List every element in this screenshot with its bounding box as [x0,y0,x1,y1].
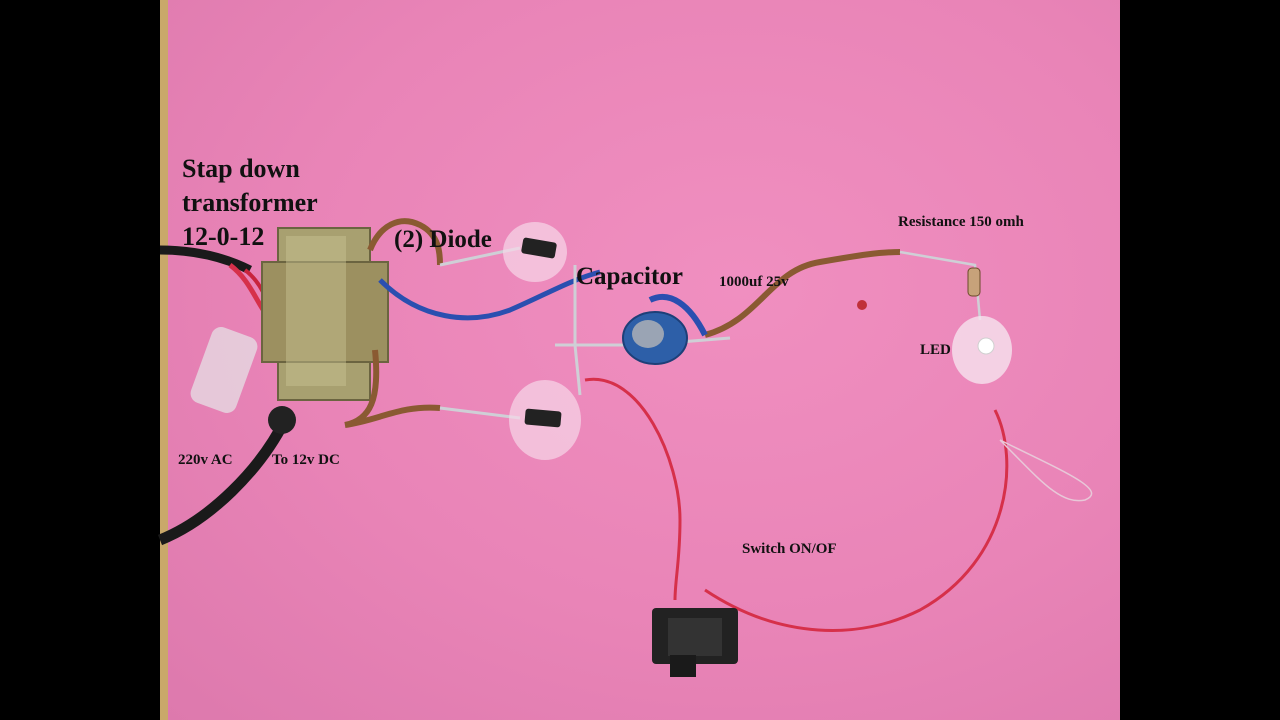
brown-wire-top [367,218,443,266]
transformer-label: Stap down transformer 12-0-12 [182,152,318,254]
output-label: To 12v DC [272,452,340,468]
diode-lead-bottom [439,406,521,420]
left-letterbox [0,0,160,720]
blue-wire [378,269,601,321]
transformer-core [261,261,389,363]
red-wire-switch [584,377,682,601]
resistance-label: Resistance 150 omh [898,214,1024,230]
switch-front [670,655,696,677]
switch-rocker [668,618,722,656]
diode-top [521,237,557,259]
capacitor-label: Capacitor [576,263,683,290]
led-label: LED [920,342,951,358]
input-label: 220v AC [178,452,233,468]
transformer-label-line3: 12-0-12 [182,222,265,251]
brown-wire-bottom [344,349,441,428]
red-spot [857,300,867,310]
cable-grommet [268,406,296,434]
capacitor-top [632,320,664,348]
tape-bundle [190,327,258,413]
resistor-lead [899,250,982,321]
vertical-lead [573,265,582,396]
right-letterbox [1120,0,1280,720]
thin-loop [999,439,1093,502]
switch-label: Switch ON/OF [742,541,837,557]
transformer-shine [286,236,346,386]
red-wire-led [704,409,1009,632]
transformer-label-line1: Stap down [182,154,300,183]
board-edge [160,0,168,720]
mains-cable [159,245,253,275]
transformer-label-line2: transformer [182,188,318,217]
capacitor-rating-label: 1000uf 25v [719,274,789,290]
resistor [967,267,981,297]
diode-bottom [524,408,562,428]
brown-wire-right [704,249,901,338]
blue-wire-cap [648,293,708,337]
diode-label: (2) Diode [394,226,492,253]
output-cable [157,417,290,546]
led-bulb [977,337,995,355]
